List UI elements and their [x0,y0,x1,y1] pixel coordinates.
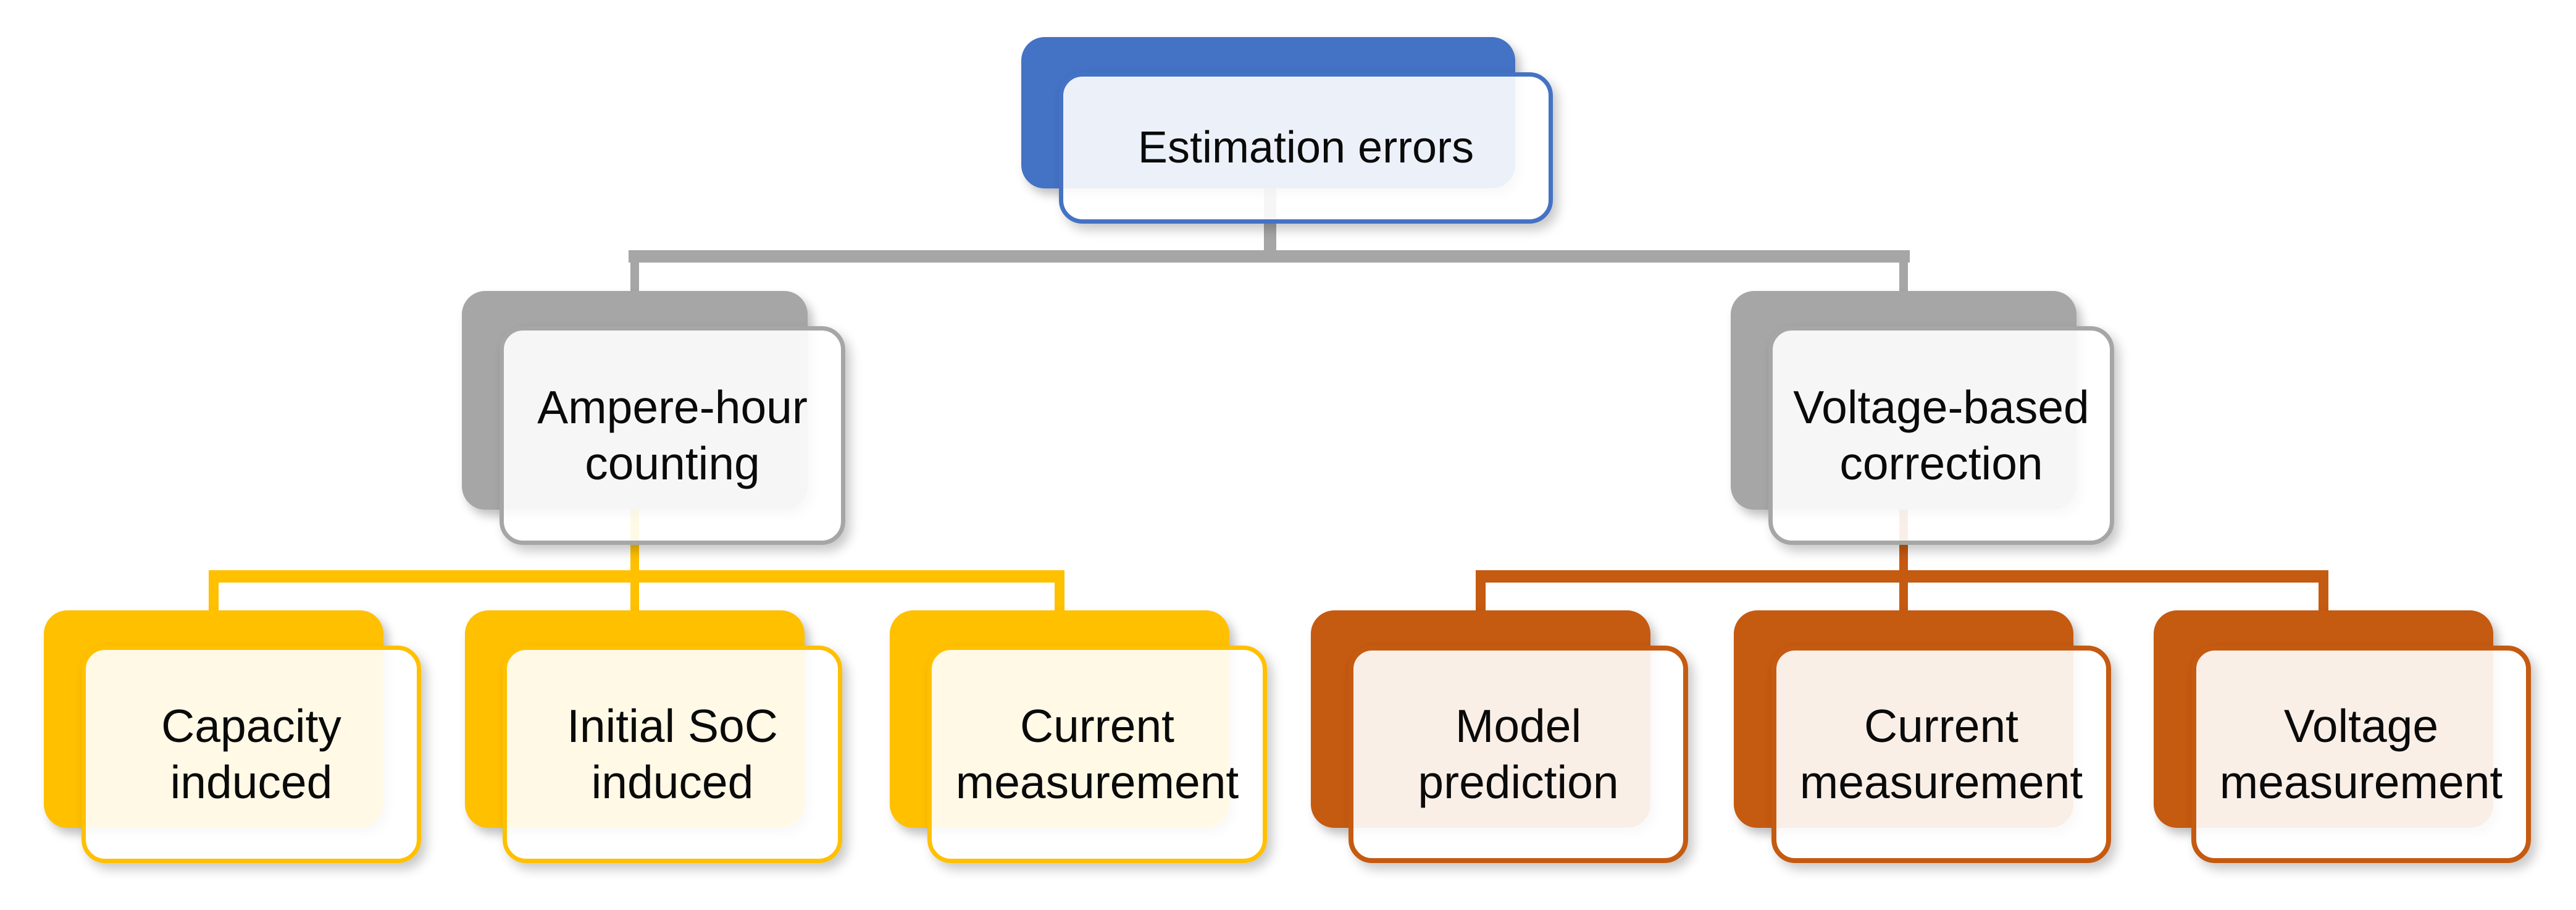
node-initial-soc-induced: Initial SoC induced [465,610,842,863]
node-label: Current measurement [955,699,1239,809]
node-label: Estimation errors [1137,122,1474,172]
node-voltage-measurement: Voltage measurement [2154,610,2531,863]
node-ampere-hour-counting: Ampere-hour counting [462,291,845,545]
node-front-card: Initial SoC induced [503,646,842,863]
connector-level2-left-drop [630,263,639,295]
node-front-card: Current measurement [1771,646,2111,863]
connector-child6-drop [2319,581,2328,615]
node-current-measurement-left: Current measurement [890,610,1267,863]
node-label: Model prediction [1418,699,1619,809]
node-front-card: Voltage measurement [2191,646,2531,863]
connector-child1-drop [209,581,219,615]
node-label: Ampere-hour counting [537,381,808,490]
connector-level2-horizontal [629,250,1910,263]
node-front-card: Current measurement [927,646,1267,863]
node-estimation-errors: Estimation errors [1021,37,1553,224]
connector-level2-right-drop [1899,263,1908,295]
connector-left-children-horizontal [209,570,1064,583]
node-capacity-induced: Capacity induced [44,610,421,863]
node-label: Voltage measurement [2219,699,2503,809]
node-model-prediction: Model prediction [1311,610,1688,863]
connector-child4-drop [1476,581,1486,615]
node-label: Capacity induced [161,699,341,809]
node-front-card: Ampere-hour counting [500,326,845,545]
connector-child3-drop [1055,581,1064,615]
node-label: Initial SoC induced [567,699,778,809]
connector-right-children-horizontal [1476,570,2328,583]
node-label: Voltage-based correction [1793,381,2089,490]
node-front-card: Capacity induced [82,646,421,863]
node-current-measurement-right: Current measurement [1734,610,2111,863]
node-front-card: Estimation errors [1059,72,1553,224]
node-label: Current measurement [1799,699,2083,809]
node-voltage-based-correction: Voltage-based correction [1731,291,2114,545]
node-front-card: Voltage-based correction [1768,326,2114,545]
node-front-card: Model prediction [1349,646,1688,863]
